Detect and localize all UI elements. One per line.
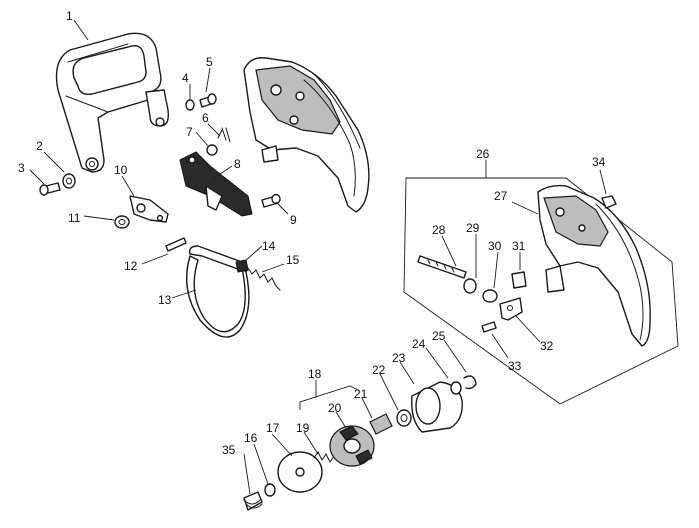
callout-34: 34 bbox=[592, 155, 606, 169]
adjuster-screw-28 bbox=[417, 255, 467, 279]
guard-bolt bbox=[39, 182, 61, 196]
spring-35 bbox=[243, 491, 263, 511]
callout-5: 5 bbox=[206, 55, 213, 69]
brake-link bbox=[129, 195, 169, 223]
leader-lines bbox=[29, 19, 607, 495]
chain-cover-27 bbox=[537, 184, 651, 347]
callout-31: 31 bbox=[512, 239, 526, 253]
callout-30: 30 bbox=[488, 239, 502, 253]
callout-35: 35 bbox=[222, 443, 236, 457]
adjuster-plate-32 bbox=[499, 297, 523, 321]
callout-9: 9 bbox=[290, 213, 297, 227]
brake-spring bbox=[247, 267, 281, 291]
washer-16 bbox=[264, 483, 276, 497]
washer-4 bbox=[185, 99, 195, 111]
callout-12: 12 bbox=[124, 259, 138, 273]
guard-bushing bbox=[62, 173, 76, 189]
clutch-cover bbox=[243, 57, 370, 213]
clutch-plate-17 bbox=[277, 451, 323, 493]
callout-10: 10 bbox=[114, 163, 128, 177]
collar-11 bbox=[114, 215, 130, 229]
needle-bearing-22 bbox=[396, 409, 412, 427]
nut-34 bbox=[601, 195, 617, 209]
callout-20: 20 bbox=[328, 401, 342, 415]
callout-2: 2 bbox=[36, 139, 43, 153]
adjuster-nut-30 bbox=[482, 289, 498, 303]
callout-labels: 1 2 3 4 5 6 7 8 9 10 11 12 13 14 15 16 1… bbox=[18, 9, 606, 457]
callout-14: 14 bbox=[262, 239, 276, 253]
brake-band bbox=[185, 245, 250, 338]
callout-26: 26 bbox=[476, 147, 490, 161]
adjuster-bushing-31 bbox=[511, 271, 527, 289]
pin-12 bbox=[165, 237, 187, 252]
clutch-bracket bbox=[299, 385, 359, 410]
callout-24: 24 bbox=[412, 337, 426, 351]
brake-lever bbox=[179, 151, 253, 217]
callout-23: 23 bbox=[392, 351, 406, 365]
callout-25: 25 bbox=[432, 329, 446, 343]
clutch-hub-20 bbox=[329, 425, 375, 467]
callout-18: 18 bbox=[308, 367, 322, 381]
spring-6 bbox=[217, 127, 231, 143]
callout-21: 21 bbox=[354, 387, 368, 401]
collar-7 bbox=[206, 144, 218, 156]
adjuster-gear-29 bbox=[463, 278, 477, 294]
screw-9 bbox=[261, 193, 281, 208]
hand-guard bbox=[55, 32, 170, 173]
callout-19: 19 bbox=[296, 421, 310, 435]
callout-6: 6 bbox=[202, 111, 209, 125]
callout-17: 17 bbox=[266, 421, 280, 435]
e-clip-25 bbox=[463, 375, 477, 390]
clutch-shoe-21 bbox=[369, 413, 393, 435]
callout-7: 7 bbox=[186, 125, 193, 139]
callout-4: 4 bbox=[182, 71, 189, 85]
brake-spring-plug bbox=[235, 259, 249, 273]
washer-24 bbox=[450, 381, 462, 395]
callout-8: 8 bbox=[234, 157, 241, 171]
callout-16: 16 bbox=[244, 431, 258, 445]
callout-33: 33 bbox=[508, 359, 522, 373]
callout-13: 13 bbox=[158, 293, 172, 307]
callout-29: 29 bbox=[466, 221, 480, 235]
callout-3: 3 bbox=[18, 161, 25, 175]
callout-1: 1 bbox=[66, 9, 73, 23]
callout-11: 11 bbox=[68, 211, 81, 225]
callout-28: 28 bbox=[432, 223, 446, 237]
bolt-5 bbox=[199, 93, 217, 108]
callout-22: 22 bbox=[372, 363, 386, 377]
clutch-drum-23 bbox=[411, 381, 463, 433]
screw-33 bbox=[481, 321, 497, 333]
callout-27: 27 bbox=[494, 189, 508, 203]
callout-15: 15 bbox=[286, 253, 300, 267]
tensioner-group-box bbox=[403, 177, 679, 405]
callout-32: 32 bbox=[540, 339, 554, 353]
